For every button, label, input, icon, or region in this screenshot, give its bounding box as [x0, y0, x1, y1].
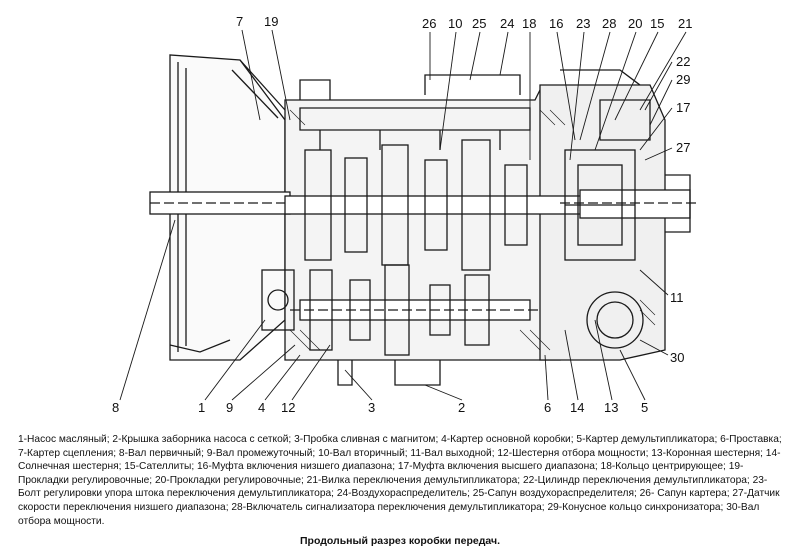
callout-13: 13 [604, 400, 618, 415]
callout-15: 15 [650, 16, 664, 31]
countershaft-gears [309, 264, 490, 356]
callout-9: 9 [226, 400, 233, 415]
callout-4: 4 [258, 400, 265, 415]
callout-23: 23 [576, 16, 590, 31]
callout-14: 14 [570, 400, 584, 415]
range-housing [539, 69, 666, 361]
main-shaft-gears [304, 139, 528, 271]
oil-pump [261, 269, 295, 331]
parts-legend: 1-Насос масляный; 2-Крышка заборника нас… [18, 434, 782, 527]
figure-caption: Продольный разрез коробки передач. [299, 535, 500, 547]
callout-21: 21 [678, 16, 692, 31]
callout-26: 26 [422, 16, 436, 31]
callout-29: 29 [676, 72, 690, 87]
leader-lines [119, 29, 687, 401]
callout-12: 12 [281, 400, 295, 415]
countershaft [290, 299, 540, 321]
callout-10: 10 [448, 16, 462, 31]
callout-22: 22 [676, 54, 690, 69]
callout-28: 28 [602, 16, 616, 31]
callout-5: 5 [641, 400, 648, 415]
callout-2: 2 [458, 400, 465, 415]
callout-17: 17 [676, 100, 690, 115]
gearbox-section-drawing: 8 1 9 4 12 3 2 6 14 13 5 30 11 7 19 26 1… [112, 14, 700, 415]
callout-6: 6 [544, 400, 551, 415]
callout-24: 24 [500, 16, 514, 31]
main-shaft [284, 195, 586, 215]
callout-8: 8 [112, 400, 119, 415]
callout-18: 18 [522, 16, 536, 31]
callout-30: 30 [670, 350, 684, 365]
section-hatching [289, 109, 656, 351]
callout-3: 3 [368, 400, 375, 415]
callout-19: 19 [264, 14, 278, 29]
callout-11: 11 [670, 290, 684, 305]
planetary-set [564, 149, 636, 261]
callout-16: 16 [549, 16, 563, 31]
main-housing [284, 74, 561, 386]
callout-27: 27 [676, 140, 690, 155]
callout-25: 25 [472, 16, 486, 31]
input-shaft [149, 191, 291, 215]
callout-20: 20 [628, 16, 642, 31]
callout-1: 1 [198, 400, 205, 415]
callout-7: 7 [236, 14, 243, 29]
